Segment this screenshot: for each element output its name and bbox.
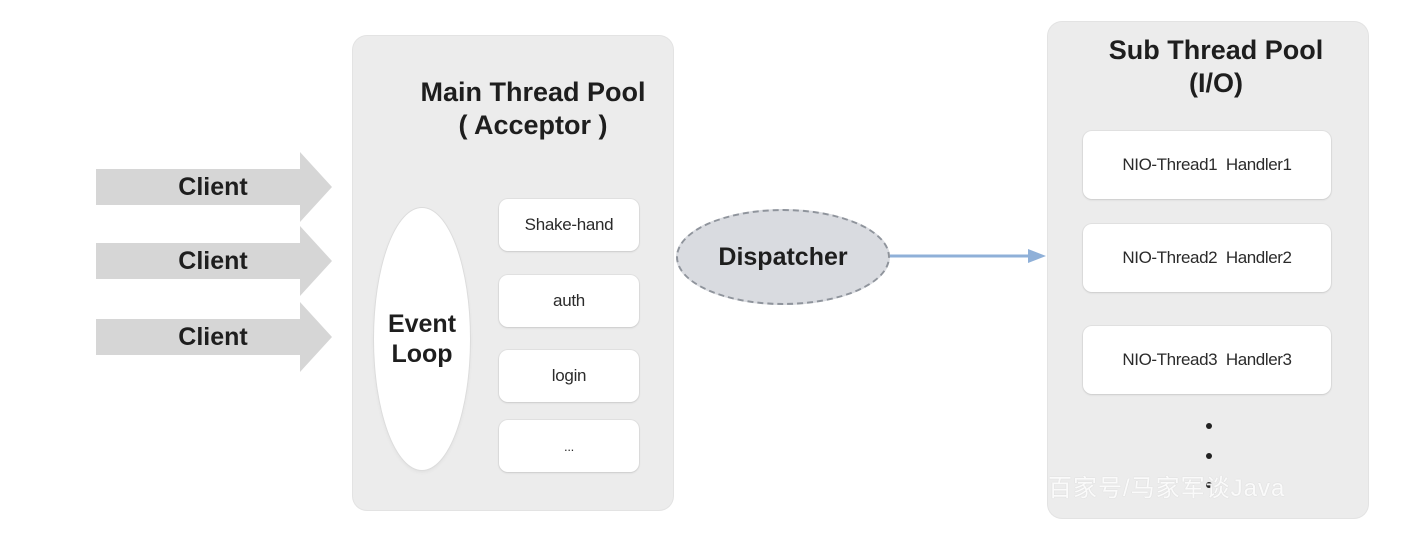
watermark: 百家号/马家军谈Java (1048, 475, 1286, 502)
client-arrow-3: Client (96, 302, 332, 372)
nio-thread-3: NIO-Thread3 Handler3 (1083, 326, 1331, 394)
step-login: login (499, 350, 639, 402)
event-loop-line1: Event (387, 310, 457, 338)
client-arrow-1: Client (96, 152, 332, 222)
client-label-2: Client (178, 246, 248, 275)
step-shake-hand: Shake-hand (499, 199, 639, 251)
client-label-3: Client (178, 322, 248, 351)
continuation-dot-3 (1206, 482, 1212, 488)
main-pool-title: Main Thread Pool ( Acceptor ) (353, 76, 713, 142)
sub-pool-title-line2: (I/O) (1189, 68, 1243, 98)
event-loop: Event Loop (374, 208, 470, 470)
dispatcher-connector-arrow (890, 249, 1046, 263)
client-label-1: Client (178, 172, 248, 201)
event-loop-line2: Loop (391, 340, 453, 368)
step-auth: auth (499, 275, 639, 327)
nio-thread-1: NIO-Thread1 Handler1 (1083, 131, 1331, 199)
sub-pool-title-line1: Sub Thread Pool (1108, 35, 1324, 65)
step-ellipsis: ... (499, 420, 639, 472)
arrow-shape (96, 152, 332, 222)
dispatcher-label: Dispatcher (718, 242, 848, 271)
arrow-shape (96, 226, 332, 296)
arrow-shape (96, 302, 332, 372)
nio-thread-2: NIO-Thread2 Handler2 (1083, 224, 1331, 292)
sub-pool-title: Sub Thread Pool (I/O) (1048, 34, 1384, 100)
continuation-dot-2 (1206, 453, 1212, 459)
main-pool-title-line1: Main Thread Pool (420, 77, 646, 107)
client-arrow-2: Client (96, 226, 332, 296)
main-pool-title-line2: ( Acceptor ) (458, 110, 608, 140)
dispatcher: Dispatcher (676, 209, 890, 305)
continuation-dot-1 (1206, 423, 1212, 429)
